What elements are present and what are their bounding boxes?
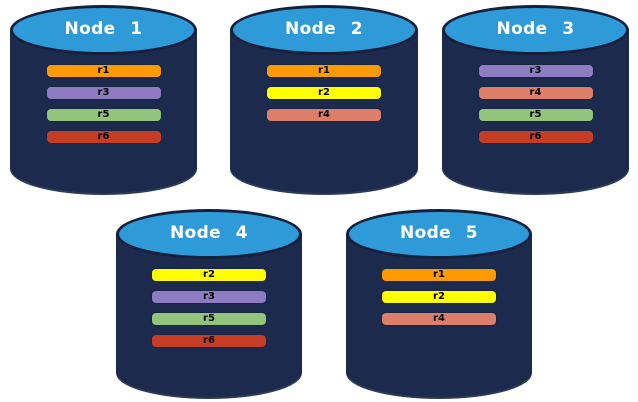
node-label: Node 5 — [400, 223, 478, 243]
replica-bar-r4: r4 — [267, 109, 381, 121]
replica-bar-r1: r1 — [382, 269, 496, 281]
replica-list: r1 r2 r4 — [230, 65, 418, 121]
cylinder-top: Node 1 — [10, 5, 197, 55]
replica-bar-r2: r2 — [382, 291, 496, 303]
replica-bar-r4: r4 — [382, 313, 496, 325]
replica-bar-r3: r3 — [478, 65, 593, 77]
replica-bar-r5: r5 — [152, 313, 266, 325]
node-cylinder-1: Node 1 r1 r3 r5 r6 — [10, 5, 197, 195]
replica-bar-r3: r3 — [152, 291, 266, 303]
replica-bar-r2: r2 — [152, 269, 266, 281]
replica-bar-r6: r6 — [46, 131, 161, 143]
replica-bar-r6: r6 — [478, 131, 593, 143]
replica-bar-r5: r5 — [478, 109, 593, 121]
node-cylinder-4: Node 4 r2 r3 r5 r6 — [116, 209, 302, 399]
replica-list: r3 r4 r5 r6 — [442, 65, 629, 143]
replica-bar-r1: r1 — [46, 65, 161, 77]
node-cylinder-3: Node 3 r3 r4 r5 r6 — [442, 5, 629, 195]
cylinder-top: Node 4 — [116, 209, 302, 259]
node-label: Node 4 — [170, 223, 248, 243]
replica-bar-r3: r3 — [46, 87, 161, 99]
replica-bar-r5: r5 — [46, 109, 161, 121]
replica-list: r1 r3 r5 r6 — [10, 65, 197, 143]
node-cylinder-5: Node 5 r1 r2 r4 — [346, 209, 532, 399]
replica-bar-r2: r2 — [267, 87, 381, 99]
node-label: Node 1 — [64, 19, 143, 39]
replica-bar-r6: r6 — [152, 335, 266, 347]
node-cylinder-2: Node 2 r1 r2 r4 — [230, 5, 418, 195]
cylinder-top: Node 5 — [346, 209, 532, 259]
replica-list: r1 r2 r4 — [346, 269, 532, 325]
node-label: Node 2 — [285, 19, 363, 39]
cylinder-top: Node 3 — [442, 5, 629, 55]
replica-bar-r4: r4 — [478, 87, 593, 99]
replica-bar-r1: r1 — [267, 65, 381, 77]
node-label: Node 3 — [496, 19, 575, 39]
cylinder-top: Node 2 — [230, 5, 418, 55]
replica-list: r2 r3 r5 r6 — [116, 269, 302, 347]
